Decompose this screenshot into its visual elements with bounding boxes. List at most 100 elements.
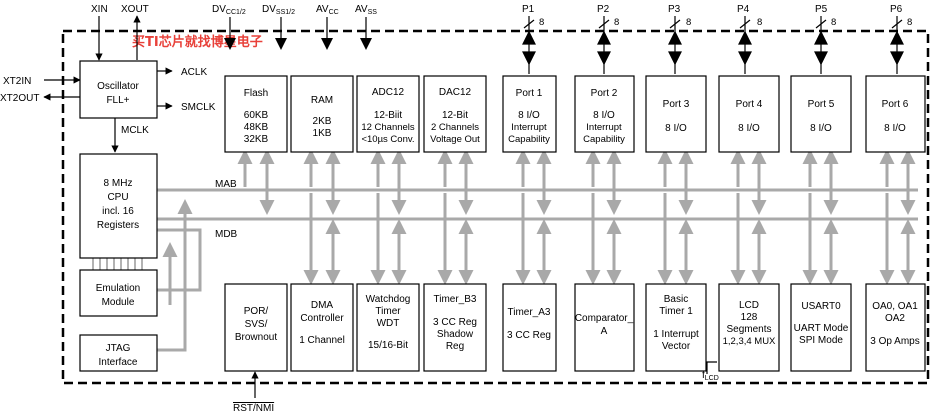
top-pins: XIN XOUT DVCC1/2 DVSS1/2 AVCC AVSS	[91, 4, 377, 61]
svg-text:Timer 1: Timer 1	[659, 306, 693, 317]
svg-text:P4: P4	[737, 4, 750, 15]
port-pin-arrows	[522, 16, 904, 74]
cpu-block: 8 MHz CPU incl. 16 Registers	[79, 153, 158, 259]
mclk-label: MCLK	[121, 125, 149, 136]
svg-text:1,2,3,4 MUX: 1,2,3,4 MUX	[723, 336, 776, 347]
svg-text:Port 4: Port 4	[736, 99, 763, 110]
svg-text:Port 2: Port 2	[591, 88, 618, 99]
svg-text:DMA: DMA	[311, 300, 334, 311]
comparator-a-block: Comparator_ A	[574, 283, 635, 372]
svg-text:32KB: 32KB	[244, 134, 269, 145]
mab-label: MAB	[215, 179, 237, 190]
usart0-block: USART0 UART Mode SPI Mode	[790, 283, 852, 372]
dma-controller-block: DMA Controller 1 Channel	[290, 283, 354, 372]
p4-pin: P4 8	[737, 4, 762, 28]
por-svs-brownout-block: POR/ SVS/ Brownout	[224, 283, 288, 372]
svg-text:OA2: OA2	[885, 313, 905, 324]
timer-a3-block: Timer_A3 3 CC Reg	[502, 283, 557, 372]
svg-text:8 I/O: 8 I/O	[810, 123, 832, 134]
ram-block: RAM 2KB 1KB	[290, 75, 354, 153]
svg-text:12 Channels: 12 Channels	[361, 122, 415, 133]
svg-text:Interface: Interface	[99, 357, 138, 368]
svg-text:8 I/O: 8 I/O	[884, 123, 906, 134]
svg-text:8 I/O: 8 I/O	[518, 110, 540, 121]
left-pins: XT2IN XT2OUT	[0, 76, 81, 104]
svg-text:12-Biit: 12-Biit	[374, 110, 403, 121]
svg-text:8 I/O: 8 I/O	[738, 123, 760, 134]
svg-text:8 MHz: 8 MHz	[104, 178, 133, 189]
svg-text:Brownout: Brownout	[235, 332, 277, 343]
rst-label: RST/NMI	[233, 403, 274, 413]
svg-text:3 Op Amps: 3 Op Amps	[870, 336, 919, 347]
svg-text:USART0: USART0	[801, 301, 841, 312]
aclk-label: ACLK	[181, 67, 207, 78]
flcd-label: fLCD	[702, 370, 719, 382]
svg-text:FLL+: FLL+	[106, 95, 129, 106]
port4-block: Port 4 8 I/O	[718, 75, 780, 153]
p2-pin: P2 8	[597, 4, 619, 28]
svg-text:8: 8	[907, 17, 912, 28]
svg-text:2 Channels: 2 Channels	[431, 122, 479, 133]
svg-text:Shadow: Shadow	[437, 329, 474, 340]
emulation-block: Emulation Module	[79, 269, 158, 317]
svg-text:<10µs Conv.: <10µs Conv.	[361, 134, 414, 145]
p6-pin: P6 8	[890, 4, 912, 28]
svg-text:60KB: 60KB	[244, 110, 269, 121]
smclk-label: SMCLK	[181, 102, 216, 113]
svg-text:P3: P3	[668, 4, 681, 15]
svg-text:128: 128	[741, 312, 758, 323]
svg-text:SPI Mode: SPI Mode	[799, 335, 843, 346]
svg-text:Capability: Capability	[508, 134, 550, 145]
adc12-block: ADC12 12-Biit 12 Channels <10µs Conv.	[356, 75, 420, 153]
svg-text:Timer: Timer	[375, 306, 401, 317]
svg-text:Controller: Controller	[300, 313, 344, 324]
svg-text:Timer_A3: Timer_A3	[508, 307, 551, 318]
svg-text:Flash: Flash	[244, 88, 268, 99]
watchdog-timer-block: Watchdog Timer WDT 15/16-Bit	[356, 283, 420, 372]
jtag-block: JTAG Interface	[79, 334, 158, 372]
xt2out-label: XT2OUT	[0, 93, 39, 104]
svg-text:Basic: Basic	[664, 294, 688, 305]
svg-text:48KB: 48KB	[244, 122, 269, 133]
watermark-text: 买TI芯片就找博星电子	[132, 34, 263, 50]
svg-text:UART Mode: UART Mode	[794, 323, 849, 334]
port-pins: P1 8 P2 8 P3 8 P4 8 P5 8 P6 8	[522, 4, 912, 74]
svg-text:8: 8	[686, 17, 691, 28]
clock-outputs: ACLK SMCLK MCLK	[111, 67, 216, 153]
port1-block: Port 1 8 I/O Interrupt Capability	[502, 75, 557, 153]
svg-text:Port 3: Port 3	[663, 99, 690, 110]
port6-block: Port 6 8 I/O	[865, 75, 926, 153]
svg-text:8: 8	[757, 17, 762, 28]
svg-text:Reg: Reg	[446, 341, 464, 352]
svg-text:1 Interrupt: 1 Interrupt	[653, 329, 699, 340]
rst-pin: RST/NMI	[233, 371, 274, 413]
svg-text:ADC12: ADC12	[372, 87, 405, 98]
svg-text:2KB: 2KB	[313, 116, 332, 127]
svg-text:Timer_B3: Timer_B3	[434, 294, 477, 305]
svg-text:8: 8	[614, 17, 619, 28]
svg-text:CPU: CPU	[107, 192, 128, 203]
xt2in-label: XT2IN	[3, 76, 31, 87]
port5-block: Port 5 8 I/O	[790, 75, 852, 153]
mdb-label: MDB	[215, 229, 238, 240]
avcc-label: AVCC	[316, 4, 339, 16]
svg-text:POR/: POR/	[244, 306, 269, 317]
port2-block: Port 2 8 I/O Interrupt Capability	[574, 75, 635, 153]
xout-label: XOUT	[121, 4, 149, 15]
svg-text:8 I/O: 8 I/O	[665, 123, 687, 134]
timer-b3-block: Timer_B3 3 CC Reg Shadow Reg	[423, 283, 487, 372]
svg-text:Interrupt: Interrupt	[511, 122, 547, 133]
chip-boundary	[61, 29, 930, 385]
p1-pin: P1 8	[522, 4, 544, 28]
basic-timer-block: Basic Timer 1 1 Interrupt Vector	[645, 283, 707, 372]
svg-text:Port 6: Port 6	[882, 99, 909, 110]
svg-text:Emulation: Emulation	[96, 283, 140, 294]
svg-text:RAM: RAM	[311, 95, 333, 106]
svg-text:12-Bit: 12-Bit	[442, 110, 468, 121]
svg-text:A: A	[601, 326, 608, 337]
svg-text:8: 8	[831, 17, 836, 28]
svg-text:8 I/O: 8 I/O	[593, 110, 615, 121]
svg-text:OA0, OA1: OA0, OA1	[872, 301, 918, 312]
